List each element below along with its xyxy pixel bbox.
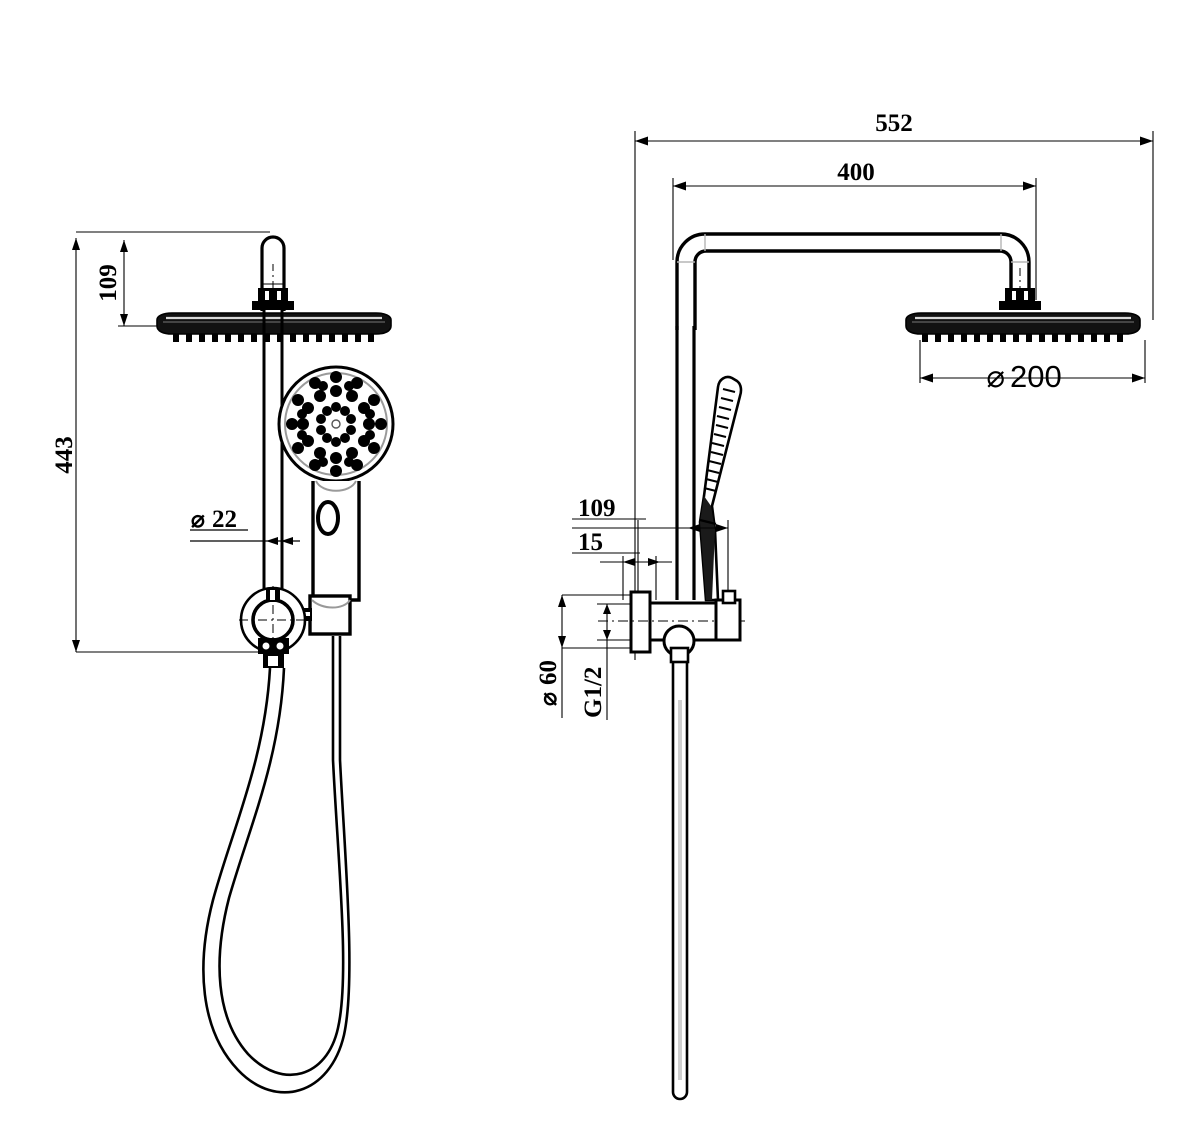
dimension-d22 — [190, 529, 300, 545]
front-riser-rail — [262, 310, 284, 600]
side-rain-head — [905, 312, 1141, 342]
dimension-label-22: 22 — [212, 506, 237, 533]
front-handheld-shower — [277, 365, 395, 483]
dimension-label-443: 443 — [51, 436, 78, 474]
side-overhead-arm — [675, 232, 1031, 330]
dimension-label-60: 60 — [535, 660, 562, 685]
diameter-symbol-200: ⌀ — [986, 359, 1005, 394]
side-riser-rail — [675, 326, 696, 600]
front-diverter-valve — [239, 586, 307, 668]
front-hose — [202, 636, 351, 1094]
dimension-15 — [572, 552, 672, 600]
side-mixer-valve — [598, 589, 745, 664]
front-handheld-handle — [311, 480, 361, 602]
dimension-label-d200-group: ⌀ 200 — [986, 359, 1061, 394]
dimension-label-109-front: 109 — [95, 264, 122, 302]
dimension-400 — [672, 178, 1037, 300]
diameter-symbol-22: ⌀ — [191, 507, 205, 532]
front-view: 443 109 — [51, 231, 395, 1094]
side-hose — [671, 662, 689, 1101]
front-head-connector — [252, 288, 294, 310]
dimension-label-d22-group: ⌀ 22 — [191, 506, 237, 533]
side-view: 552 400 — [535, 110, 1154, 1101]
dimension-552 — [634, 131, 1154, 660]
front-rain-head — [156, 312, 392, 342]
dimension-label-g12: G1/2 — [580, 667, 607, 718]
dimension-109-side — [572, 518, 729, 600]
dimension-label-552: 552 — [875, 110, 913, 137]
diameter-symbol-60: ⌀ — [536, 692, 561, 706]
nozzle-dots — [286, 371, 387, 477]
dimension-label-d60-group: ⌀ 60 — [535, 660, 562, 706]
dimension-d60 — [558, 594, 630, 718]
side-handheld-shower — [698, 375, 743, 602]
dimension-443 — [72, 231, 270, 653]
dimension-d200 — [919, 340, 1146, 383]
dimension-label-109-side: 109 — [578, 495, 616, 522]
dimension-label-200: 200 — [1010, 359, 1062, 394]
nozzle-face-edge — [703, 388, 736, 492]
side-head-connector — [999, 288, 1041, 310]
dimension-label-400: 400 — [837, 159, 875, 186]
dimension-label-15: 15 — [578, 529, 603, 556]
